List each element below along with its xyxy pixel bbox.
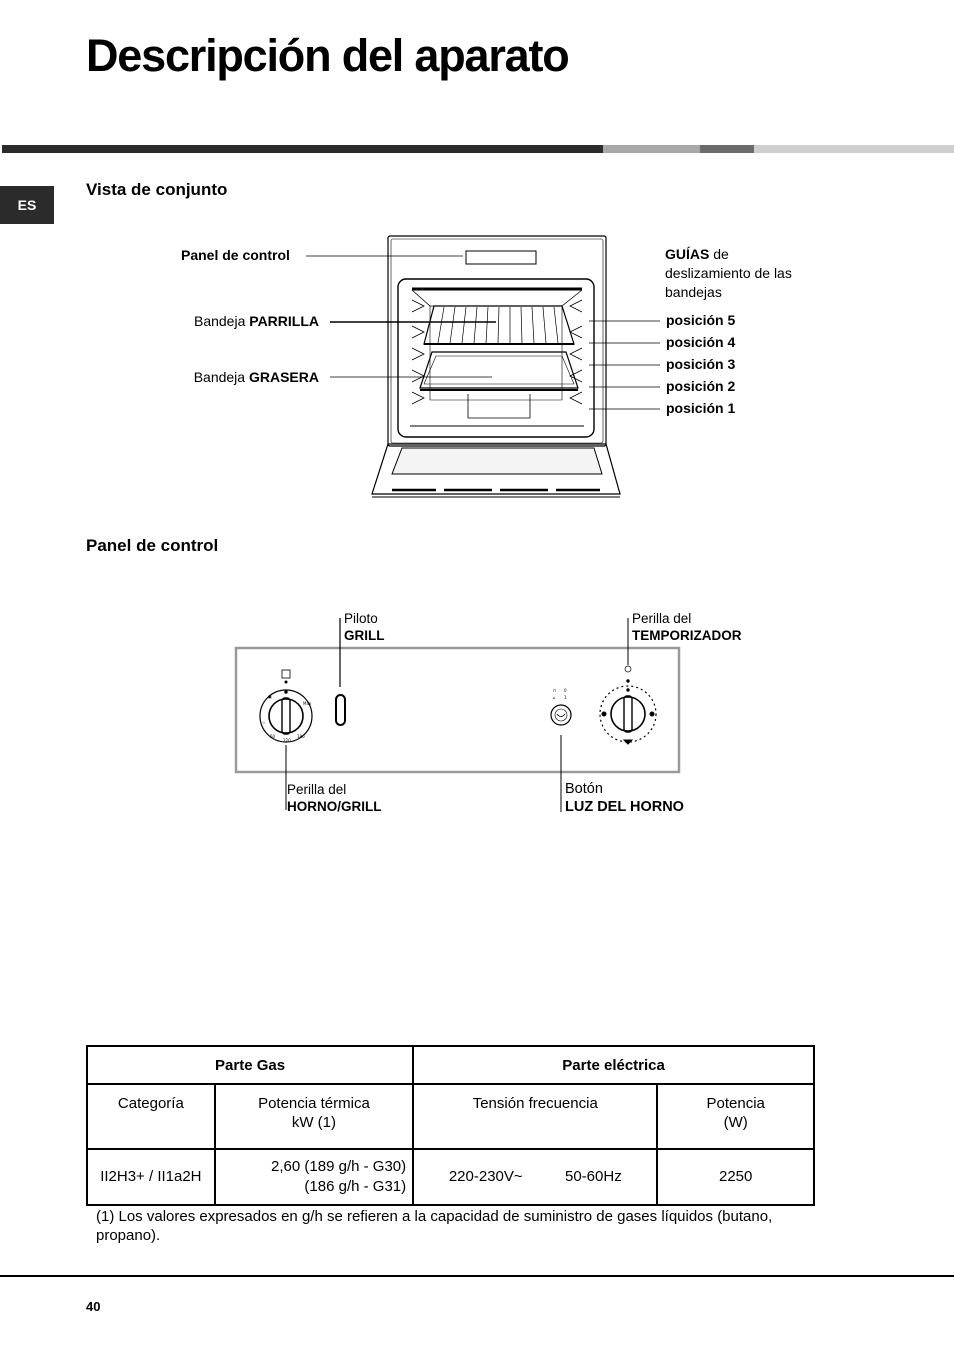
- spec-col-thermal-power-line2: kW (1): [291, 1114, 337, 1131]
- footnote: (1) Los valores expresados en g/h se ref…: [96, 1208, 773, 1244]
- spec-val-voltage: 220-230V~: [448, 1168, 523, 1185]
- page-number: 40: [86, 1299, 101, 1314]
- light-button-label: Botón LUZ DEL HORNO: [565, 780, 684, 816]
- timer-knob-label-line2: TEMPORIZADOR: [632, 628, 742, 643]
- svg-text:⊓: ⊓: [553, 688, 556, 693]
- shelf-position-2: posición 2: [666, 378, 736, 394]
- spec-val-power: 2250: [656, 1148, 815, 1206]
- label-drip-tray: Bandeja GRASERA: [194, 368, 319, 387]
- spec-table-header-row: Categoría Potencia térmica kW (1) Tensió…: [86, 1083, 815, 1150]
- svg-text:Max: Max: [303, 701, 312, 706]
- pilot-label: Piloto GRILL: [344, 610, 385, 644]
- svg-text:50: 50: [270, 734, 276, 739]
- spec-col-power: Potencia (W): [656, 1083, 815, 1150]
- spec-val-thermal-line1: 2,60 (189 g/h - G30): [271, 1158, 407, 1175]
- spec-group-electric: Parte eléctrica: [412, 1045, 815, 1085]
- page-title: Descripción del aparato: [86, 30, 570, 81]
- svg-text:0: 0: [564, 688, 567, 693]
- spec-table-group-row: Parte Gas Parte eléctrica: [85, 1045, 815, 1085]
- spec-col-category: Categoría: [86, 1083, 216, 1150]
- svg-text:180: 180: [297, 734, 305, 739]
- label-drip-tray-bold: GRASERA: [248, 369, 319, 385]
- header-bar-mid: [700, 145, 754, 153]
- timer-knob-label: Perilla del TEMPORIZADOR: [632, 610, 742, 644]
- oven-knob-label-line1: Perilla del: [287, 782, 347, 797]
- timer-knob-label-line1: Perilla del: [632, 611, 692, 626]
- control-panel-heading: Panel de control: [86, 536, 219, 555]
- header-bar-light: [754, 145, 954, 153]
- spec-table-value-row: II2H3+ / II1a2H 2,60 (189 g/h - G30) (18…: [86, 1148, 815, 1206]
- spec-col-thermal-power: Potencia térmica kW (1): [213, 1083, 415, 1150]
- shelf-position-1: posición 1: [666, 400, 736, 416]
- spec-table: Parte Gas Parte eléctrica Categoría Pote…: [85, 1045, 815, 1206]
- spec-val-frequency: 50-60Hz: [565, 1168, 622, 1185]
- label-grill-tray-prefix: Bandeja: [193, 313, 250, 329]
- shelf-position-4: posición 4: [666, 334, 736, 350]
- language-tab[interactable]: ES: [0, 186, 54, 224]
- spec-val-voltage-frequency: 220-230V~ 50-60Hz: [412, 1148, 659, 1206]
- label-control-panel: Panel de control: [181, 247, 290, 263]
- pilot-label-line1: Piloto: [344, 611, 378, 626]
- label-guides-bold: GUÍAS: [665, 246, 710, 262]
- footer-rule: [0, 1275, 954, 1277]
- spec-col-thermal-power-line1: Potencia térmica: [258, 1095, 370, 1112]
- svg-text:220: 220: [283, 738, 291, 743]
- spec-col-power-line2: (W): [723, 1114, 748, 1131]
- oven-diagram: [306, 235, 660, 498]
- svg-text:☆: ☆: [262, 720, 266, 725]
- light-button-label-line1: Botón: [565, 781, 603, 797]
- label-drip-tray-prefix: Bandeja: [193, 369, 249, 385]
- spec-val-thermal-line2: (186 g/h - G31): [304, 1178, 407, 1195]
- label-guides: GUÍAS de deslizamiento de las bandejas: [665, 245, 795, 302]
- oven-knob-label: Perilla del HORNO/GRILL: [287, 781, 382, 815]
- header-bar-gray: [603, 145, 700, 153]
- svg-text:⌂: ⌂: [553, 695, 556, 700]
- label-grill-tray-bold: PARRILLA: [249, 313, 319, 329]
- spec-val-category: II2H3+ / II1a2H: [86, 1148, 216, 1206]
- spec-group-gas: Parte Gas: [85, 1045, 415, 1085]
- spec-col-power-line1: Potencia: [706, 1095, 765, 1112]
- shelf-position-5: posición 5: [666, 312, 736, 328]
- oven-knob-label-line2: HORNO/GRILL: [287, 799, 382, 814]
- label-guides-rest: de deslizamiento de las bandejas: [665, 246, 792, 300]
- svg-text:1: 1: [564, 695, 567, 700]
- spec-val-thermal: 2,60 (189 g/h - G30) (186 g/h - G31): [213, 1148, 415, 1206]
- shelf-position-3: posición 3: [666, 356, 736, 372]
- light-button-label-line2: LUZ DEL HORNO: [565, 799, 684, 815]
- header-bar-dark: [2, 145, 603, 153]
- overview-heading: Vista de conjunto: [86, 180, 228, 199]
- pilot-label-line2: GRILL: [344, 628, 385, 643]
- control-panel-diagram: Max ▣ ☆ 50 220 180 ⊓ 0 ⌂ 1: [234, 618, 681, 812]
- label-grill-tray: Bandeja PARRILLA: [194, 312, 319, 331]
- svg-text:▣: ▣: [268, 694, 272, 699]
- spec-col-voltage: Tensión frecuencia: [412, 1083, 659, 1150]
